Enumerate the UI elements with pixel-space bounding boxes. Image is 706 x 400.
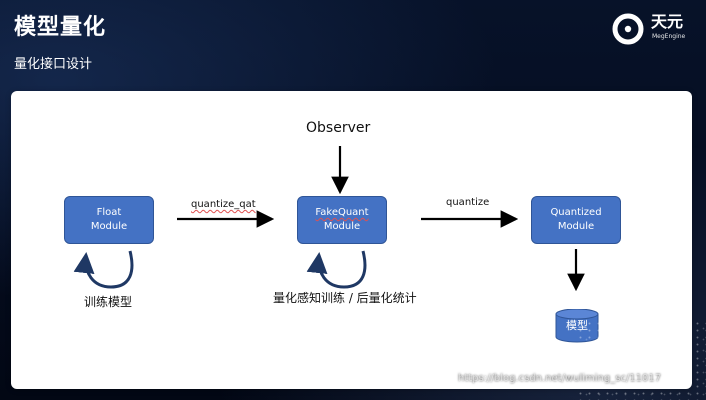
model-db-icon: [555, 309, 599, 343]
float-module-label-line2: Module: [90, 221, 128, 232]
observer-label: Observer: [306, 120, 371, 136]
quantize-label: quantize: [446, 197, 490, 208]
quantized-module-label-line2: Module: [557, 221, 595, 232]
slide-subtitle: 量化接口设计: [14, 57, 93, 72]
loop-arrow-qat: [306, 250, 367, 289]
logo-text: 天元: [651, 12, 684, 31]
quantized-module-label-line1: Quantized: [550, 207, 602, 218]
logo-subtext: MegEngine: [652, 33, 686, 40]
loop-arrow-train: [73, 250, 134, 289]
fakequant-module-node: FakeQuant Module: [297, 196, 387, 244]
train-model-label: 训练模型: [84, 295, 133, 309]
source-watermark: https://blog.csdn.net/wuliming_sc/11017: [458, 373, 662, 384]
float-module-node: Float Module: [64, 196, 154, 244]
fakequant-module-label-line2: Module: [323, 221, 361, 232]
logo-mark-icon: [612, 13, 644, 45]
quantized-module-node: Quantized Module: [531, 196, 621, 244]
model-db-label: 模型: [566, 319, 588, 332]
megengine-logo: 天元 MegEngine: [611, 12, 697, 48]
diagram-panel: Float Module FakeQuant Module Quantized …: [11, 91, 692, 389]
slide-title: 模型量化: [14, 15, 107, 40]
qat-stats-label: 量化感知训练 / 后量化统计: [273, 291, 417, 305]
quantize-qat-label: quantize_qat: [191, 199, 256, 210]
float-module-label-line1: Float: [96, 207, 122, 218]
fakequant-module-label-line1: FakeQuant: [315, 207, 369, 218]
